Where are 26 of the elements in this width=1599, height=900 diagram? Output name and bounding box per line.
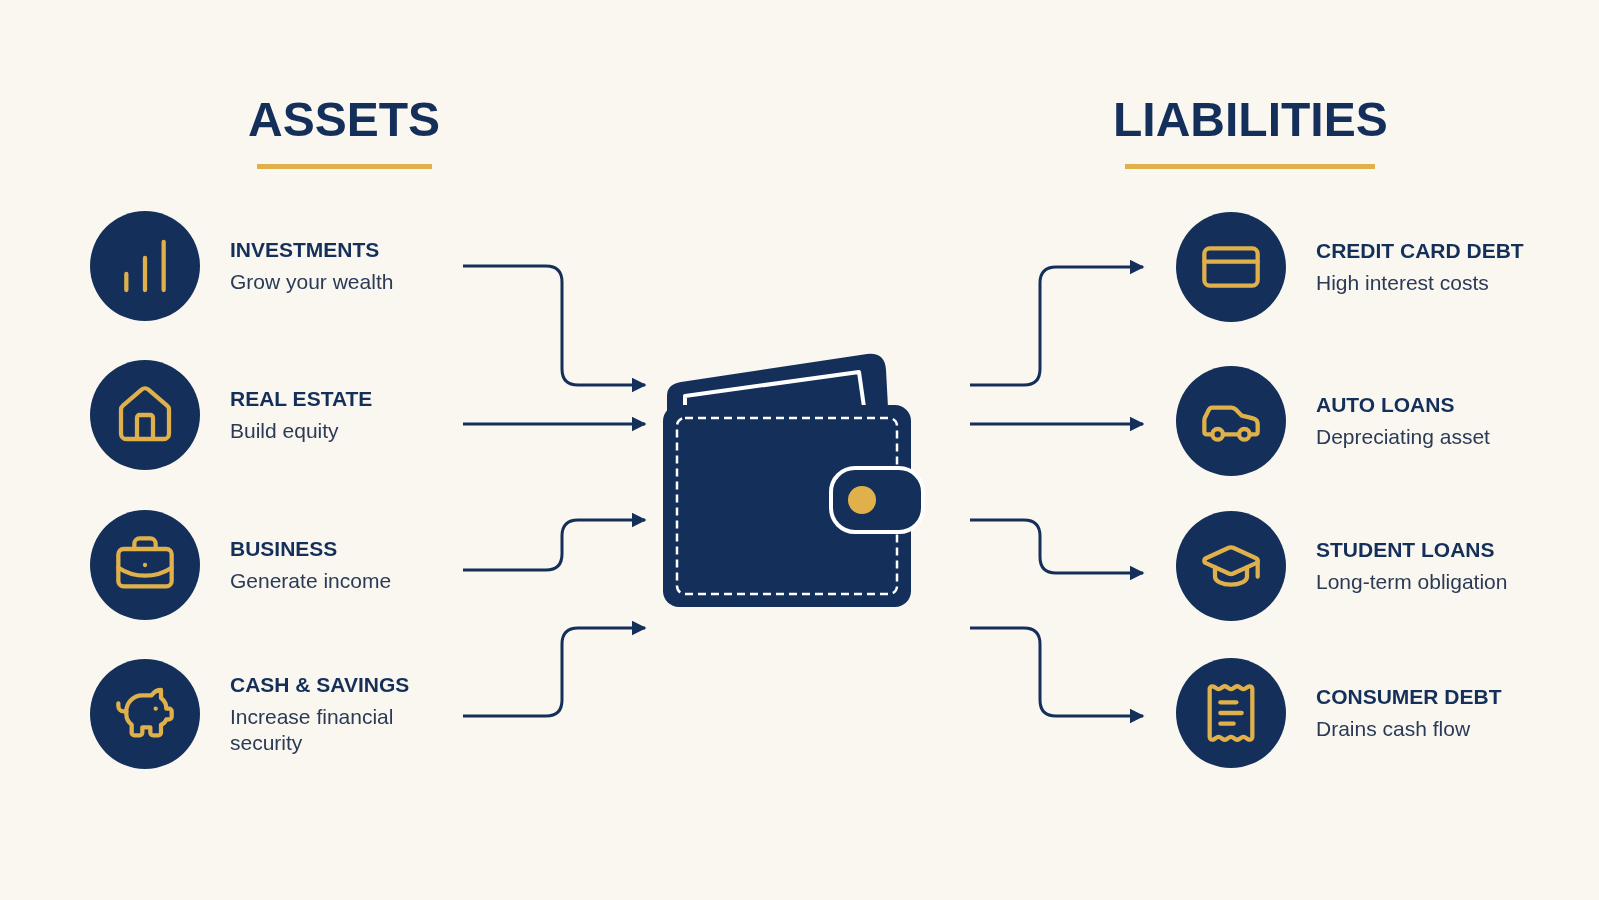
arrow [970, 259, 1145, 387]
item-title: BUSINESS [230, 535, 339, 562]
item-title: STUDENT LOANS [1316, 536, 1496, 563]
item-title: CASH & SAVINGS [230, 671, 411, 698]
item-title: INVESTMENTS [230, 236, 381, 263]
item-description: High interest costs [1316, 270, 1490, 297]
item-title: AUTO LOANS [1316, 391, 1456, 418]
section-heading: ASSETS [248, 96, 441, 144]
item-title: REAL ESTATE [230, 385, 373, 412]
arrow [463, 620, 647, 718]
item-description: Drains cash flow [1316, 716, 1472, 743]
item-description: Long-term obligation [1316, 569, 1508, 596]
item-title: CONSUMER DEBT [1316, 683, 1502, 710]
item-description: Generate income [230, 568, 392, 595]
item-description: Depreciating asset [1316, 424, 1490, 451]
arrow [970, 518, 1145, 581]
section-heading: LIABILITIES [1113, 96, 1388, 144]
arrow [463, 416, 647, 432]
item-title: CREDIT CARD DEBT [1316, 237, 1524, 264]
arrow [463, 512, 647, 572]
arrow [463, 264, 647, 393]
arrow [970, 416, 1145, 432]
item-description: Build equity [230, 418, 340, 445]
arrow [970, 626, 1145, 724]
item-description: Grow your wealth [230, 269, 394, 296]
item-description: Increase financial security [230, 704, 395, 757]
